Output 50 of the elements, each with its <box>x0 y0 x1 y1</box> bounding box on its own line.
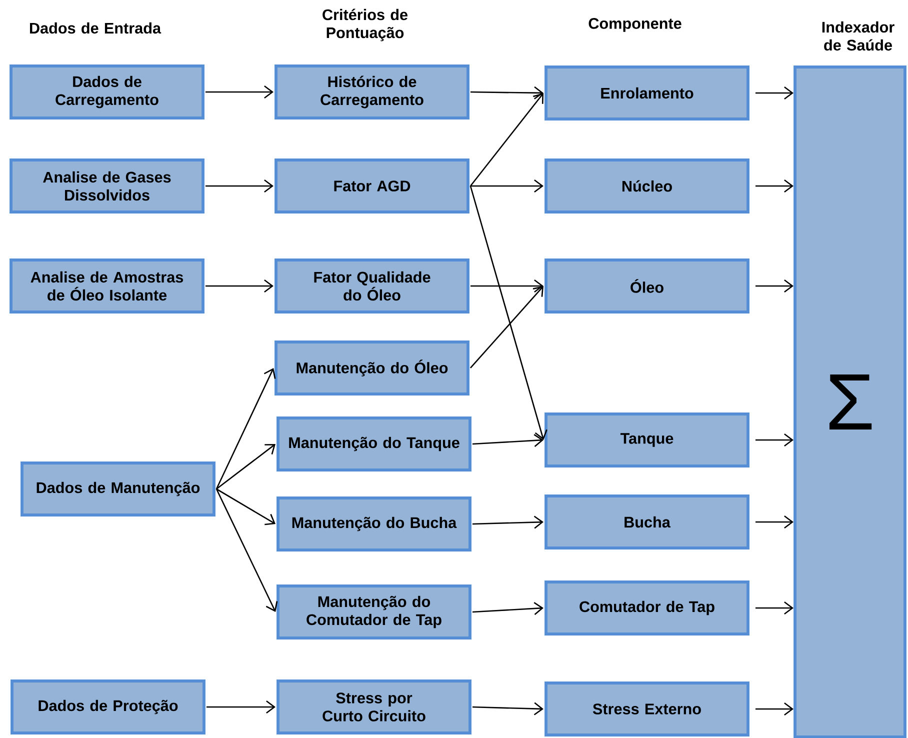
arrow <box>472 434 544 448</box>
arrow <box>755 515 794 529</box>
process-box: Comutador de Tap <box>544 580 750 636</box>
process-box: Enrolamento <box>544 66 750 120</box>
arrow <box>755 601 794 615</box>
arrow <box>470 279 544 293</box>
process-box: Óleo <box>544 258 750 314</box>
column-heading: Componente <box>588 18 682 32</box>
arrow <box>755 702 794 716</box>
process-box: Stress por Curto Circuito <box>276 680 472 734</box>
arrow <box>472 516 544 529</box>
arrow <box>472 602 544 616</box>
arrow <box>470 179 544 193</box>
column-heading: Dados de Entrada <box>30 22 162 34</box>
process-box: Histórico de Carregamento <box>274 64 470 120</box>
arrow <box>470 186 548 440</box>
arrow <box>755 433 794 447</box>
process-box: Manutenção do Tanque <box>276 416 472 472</box>
arrow <box>470 86 544 100</box>
arrow <box>206 700 276 714</box>
arrow <box>472 702 544 716</box>
process-box: Analise de Gases Dissolvidos <box>10 158 204 214</box>
column-heading: Critérios de Pontuação <box>322 8 408 42</box>
process-box: Dados de Carregamento <box>10 64 204 120</box>
process-box: Manutenção do Bucha <box>276 496 472 552</box>
process-box: Núcleo <box>544 158 750 214</box>
column-heading: Indexador de Saúde <box>822 21 894 51</box>
arrow <box>216 368 276 490</box>
process-box: Stress Externo <box>544 682 750 736</box>
arrow <box>205 85 274 99</box>
process-box: Analise de Amostras de Óleo Isolante <box>10 258 204 314</box>
arrow <box>470 93 544 186</box>
process-box: Manutenção do Comutador de Tap <box>276 584 472 640</box>
process-box: Manutenção do Óleo <box>274 340 470 396</box>
process-box: Fator AGD <box>274 158 470 214</box>
process-box: Bucha <box>544 494 750 550</box>
arrow <box>216 488 276 526</box>
sigma-panel: Σ <box>794 66 906 738</box>
arrow <box>755 179 794 193</box>
arrow <box>755 279 794 293</box>
arrow <box>205 279 274 293</box>
arrow <box>216 488 278 612</box>
process-box: Fator Qualidade do Óleo <box>274 258 470 314</box>
arrow <box>470 286 544 368</box>
arrow <box>205 179 274 193</box>
arrow <box>216 444 276 490</box>
process-box: Dados de Proteção <box>10 680 206 734</box>
arrow <box>755 86 794 100</box>
process-box: Dados de Manutenção <box>20 462 216 516</box>
process-box: Tanque <box>544 412 750 468</box>
